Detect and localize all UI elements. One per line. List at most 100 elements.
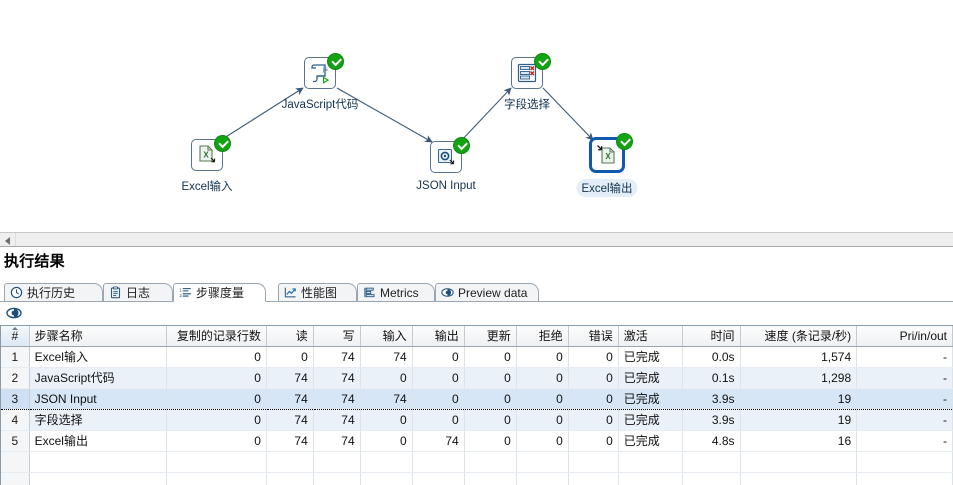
tab-label: Preview data [458,285,528,300]
column-header-label: 更新 [486,329,511,344]
table-row-empty[interactable] [1,472,953,485]
cell-empty [740,472,858,485]
column-header-label: 读 [295,329,308,344]
json-input-icon[interactable] [430,141,462,173]
cell-empty [682,451,741,473]
cell-input: 0 [360,409,413,431]
cell-priority: - [856,430,953,452]
column-header-output[interactable]: 输出 [412,326,465,347]
step-metrics-table-container[interactable]: # 步骤名称 复制的记录行数 读 写 输入 输出 更新拒绝错误激活 时间速度 (条记录/秒)Pr… [0,325,953,485]
cell-empty [166,451,267,473]
cell-speed: 16 [740,430,858,452]
cell-errors: 0 [568,367,619,389]
cell-input: 0 [360,367,413,389]
cell-copied: 0 [166,387,267,410]
column-header-label: 输出 [434,329,459,344]
triangle-left-icon[interactable] [0,233,16,246]
column-header-written[interactable]: 写 [313,326,361,347]
cell-empty [618,451,684,473]
column-header-rejected[interactable]: 拒绝 [516,326,569,347]
tab-metrics[interactable]: Metrics [357,283,435,302]
tab-preview-data[interactable]: Preview data [435,283,539,302]
table-row-empty[interactable] [1,451,953,473]
cell-idx: 1 [1,346,30,368]
column-header-label: 输入 [382,329,407,344]
cell-priority: - [856,409,953,431]
column-header-label: 步骤名称 [34,329,83,344]
cell-updated: 0 [464,367,517,389]
cell-written: 74 [313,430,361,452]
hop-connections [220,87,594,143]
column-header-time[interactable]: 时间 [682,326,741,347]
svg-text:2: 2 [179,293,182,298]
status-check-icon [214,135,231,152]
cell-priority: - [856,346,953,368]
cell-rejected: 0 [516,346,569,368]
column-header-errors[interactable]: 错误 [568,326,619,347]
cell-empty [568,451,619,473]
column-header-updated[interactable]: 更新 [464,326,517,347]
tab-execution-history[interactable]: 执行历史 [4,283,103,302]
column-header-input[interactable]: 输入 [360,326,413,347]
cell-empty [29,472,168,485]
cell-updated: 0 [464,409,517,431]
column-header-name[interactable]: 步骤名称 [29,326,168,347]
svg-text:js: js [322,66,328,73]
cell-name: 字段选择 [29,409,168,431]
cell-empty [166,472,267,485]
tab-label: 执行历史 [27,286,76,300]
column-header-idx[interactable]: # [1,326,30,347]
tab-performance-graph[interactable]: 性能图 [278,283,357,302]
metrics-bars-icon [364,287,375,298]
tab-step-metrics[interactable]: 1 2 步骤度量 [173,283,266,302]
status-check-icon [534,53,551,70]
cell-name: Excel输入 [29,346,168,368]
canvas-horizontal-scrollbar[interactable] [0,232,953,247]
cell-rejected: 0 [516,387,569,410]
cell-time: 0.0s [682,346,741,368]
node-label-excel-output: Excel输出 [576,179,638,197]
column-header-priority[interactable]: Pri/in/out [856,326,953,347]
cell-copied: 0 [166,367,267,389]
cell-output: 0 [412,367,465,389]
cell-empty [568,472,619,485]
node-label-json-input: JSON Input [416,180,476,192]
history-clock-icon [10,286,23,299]
cell-empty [464,472,517,485]
cell-output: 0 [412,387,465,410]
cell-time: 0.1s [682,367,741,389]
column-header-active[interactable]: 激活 [618,326,684,347]
hop-json-input-to-select-values [459,87,512,143]
column-header-speed[interactable]: 速度 (条记录/秒) [740,326,858,347]
cell-speed: 1,298 [740,367,858,389]
cell-rejected: 0 [516,409,569,431]
cell-input: 74 [360,387,413,410]
cell-empty [856,472,953,485]
cell-time: 3.9s [682,409,741,431]
node-label-excel-input: Excel输入 [181,181,233,193]
column-header-label: 时间 [710,329,735,344]
tab-log[interactable]: 日志 [103,283,173,302]
cell-name: JSON Input [29,387,168,410]
cell-empty [313,451,361,473]
column-header-copied[interactable]: 复制的记录行数 [166,326,267,347]
cell-time: 4.8s [682,430,741,452]
cell-updated: 0 [464,346,517,368]
tab-label: Metrics [380,285,419,300]
transformation-canvas[interactable]: X Excel输入 js JavaScript代码 [0,0,953,232]
cell-empty [360,451,413,473]
column-header-read[interactable]: 读 [266,326,314,347]
eye-icon[interactable] [6,305,22,321]
column-header-label: 写 [342,329,355,344]
cell-output: 0 [412,346,465,368]
select-values-glyph [517,63,537,83]
cell-errors: 0 [568,387,619,410]
cell-empty [313,472,361,485]
node-label-select-values: 字段选择 [504,99,550,111]
